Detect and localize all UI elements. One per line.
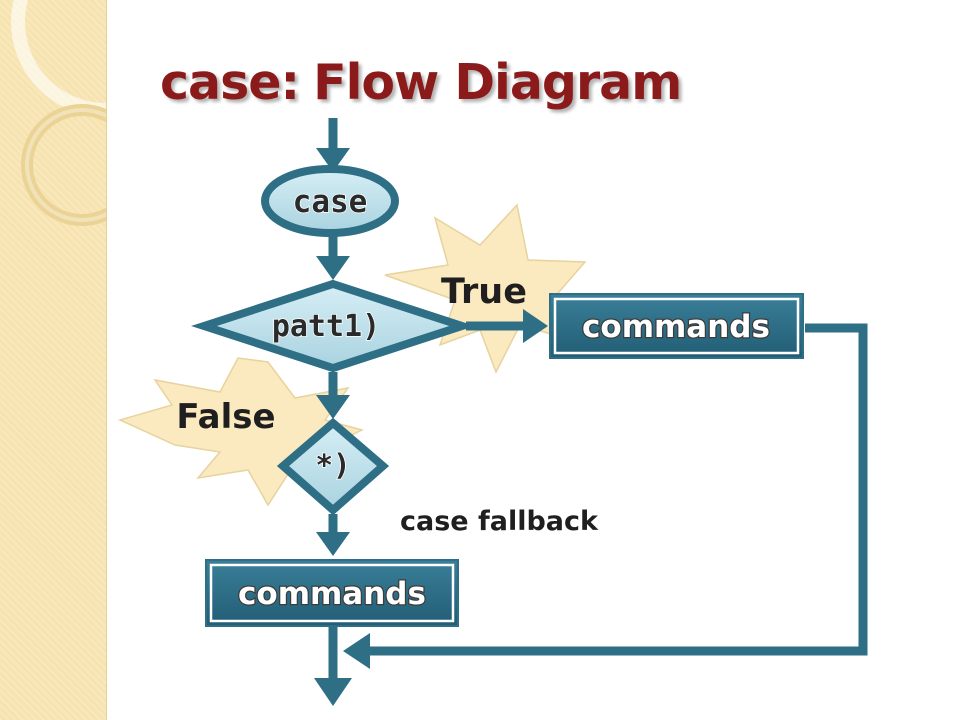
case-node: case xyxy=(261,165,399,237)
fallback-note: case fallback xyxy=(400,506,599,537)
commands-true-label: commands xyxy=(582,309,770,345)
fallback-decision-node: *) xyxy=(276,417,390,516)
entry-arrowhead xyxy=(316,148,350,172)
commands-true-box: commands xyxy=(549,293,804,359)
commands-fallback-label: commands xyxy=(238,576,426,612)
false-arrowhead xyxy=(316,395,350,419)
exit-arrowhead xyxy=(314,678,352,706)
commands-fallback-box: commands xyxy=(205,559,459,627)
flow-lines xyxy=(314,118,868,706)
fallback-decision-label: *) xyxy=(316,448,351,482)
title-text: Flow Diagram xyxy=(313,54,682,111)
return-connector xyxy=(370,323,868,656)
fallback-arrowhead xyxy=(316,532,350,556)
title-keyword: case: xyxy=(160,54,300,111)
false-label: False xyxy=(176,397,275,437)
pattern-decision-node: patt1) xyxy=(191,279,475,373)
page-title: case:Flow Diagram xyxy=(160,54,682,111)
pattern-decision-label: patt1) xyxy=(272,309,380,344)
decorative-circles xyxy=(11,0,106,226)
true-label: True xyxy=(441,272,527,312)
case-node-label: case xyxy=(293,184,368,220)
decorative-side-panel xyxy=(0,0,107,720)
case-to-pattern-arrowhead xyxy=(316,256,350,280)
return-arrowhead xyxy=(343,633,370,669)
true-arrowhead xyxy=(523,309,548,343)
